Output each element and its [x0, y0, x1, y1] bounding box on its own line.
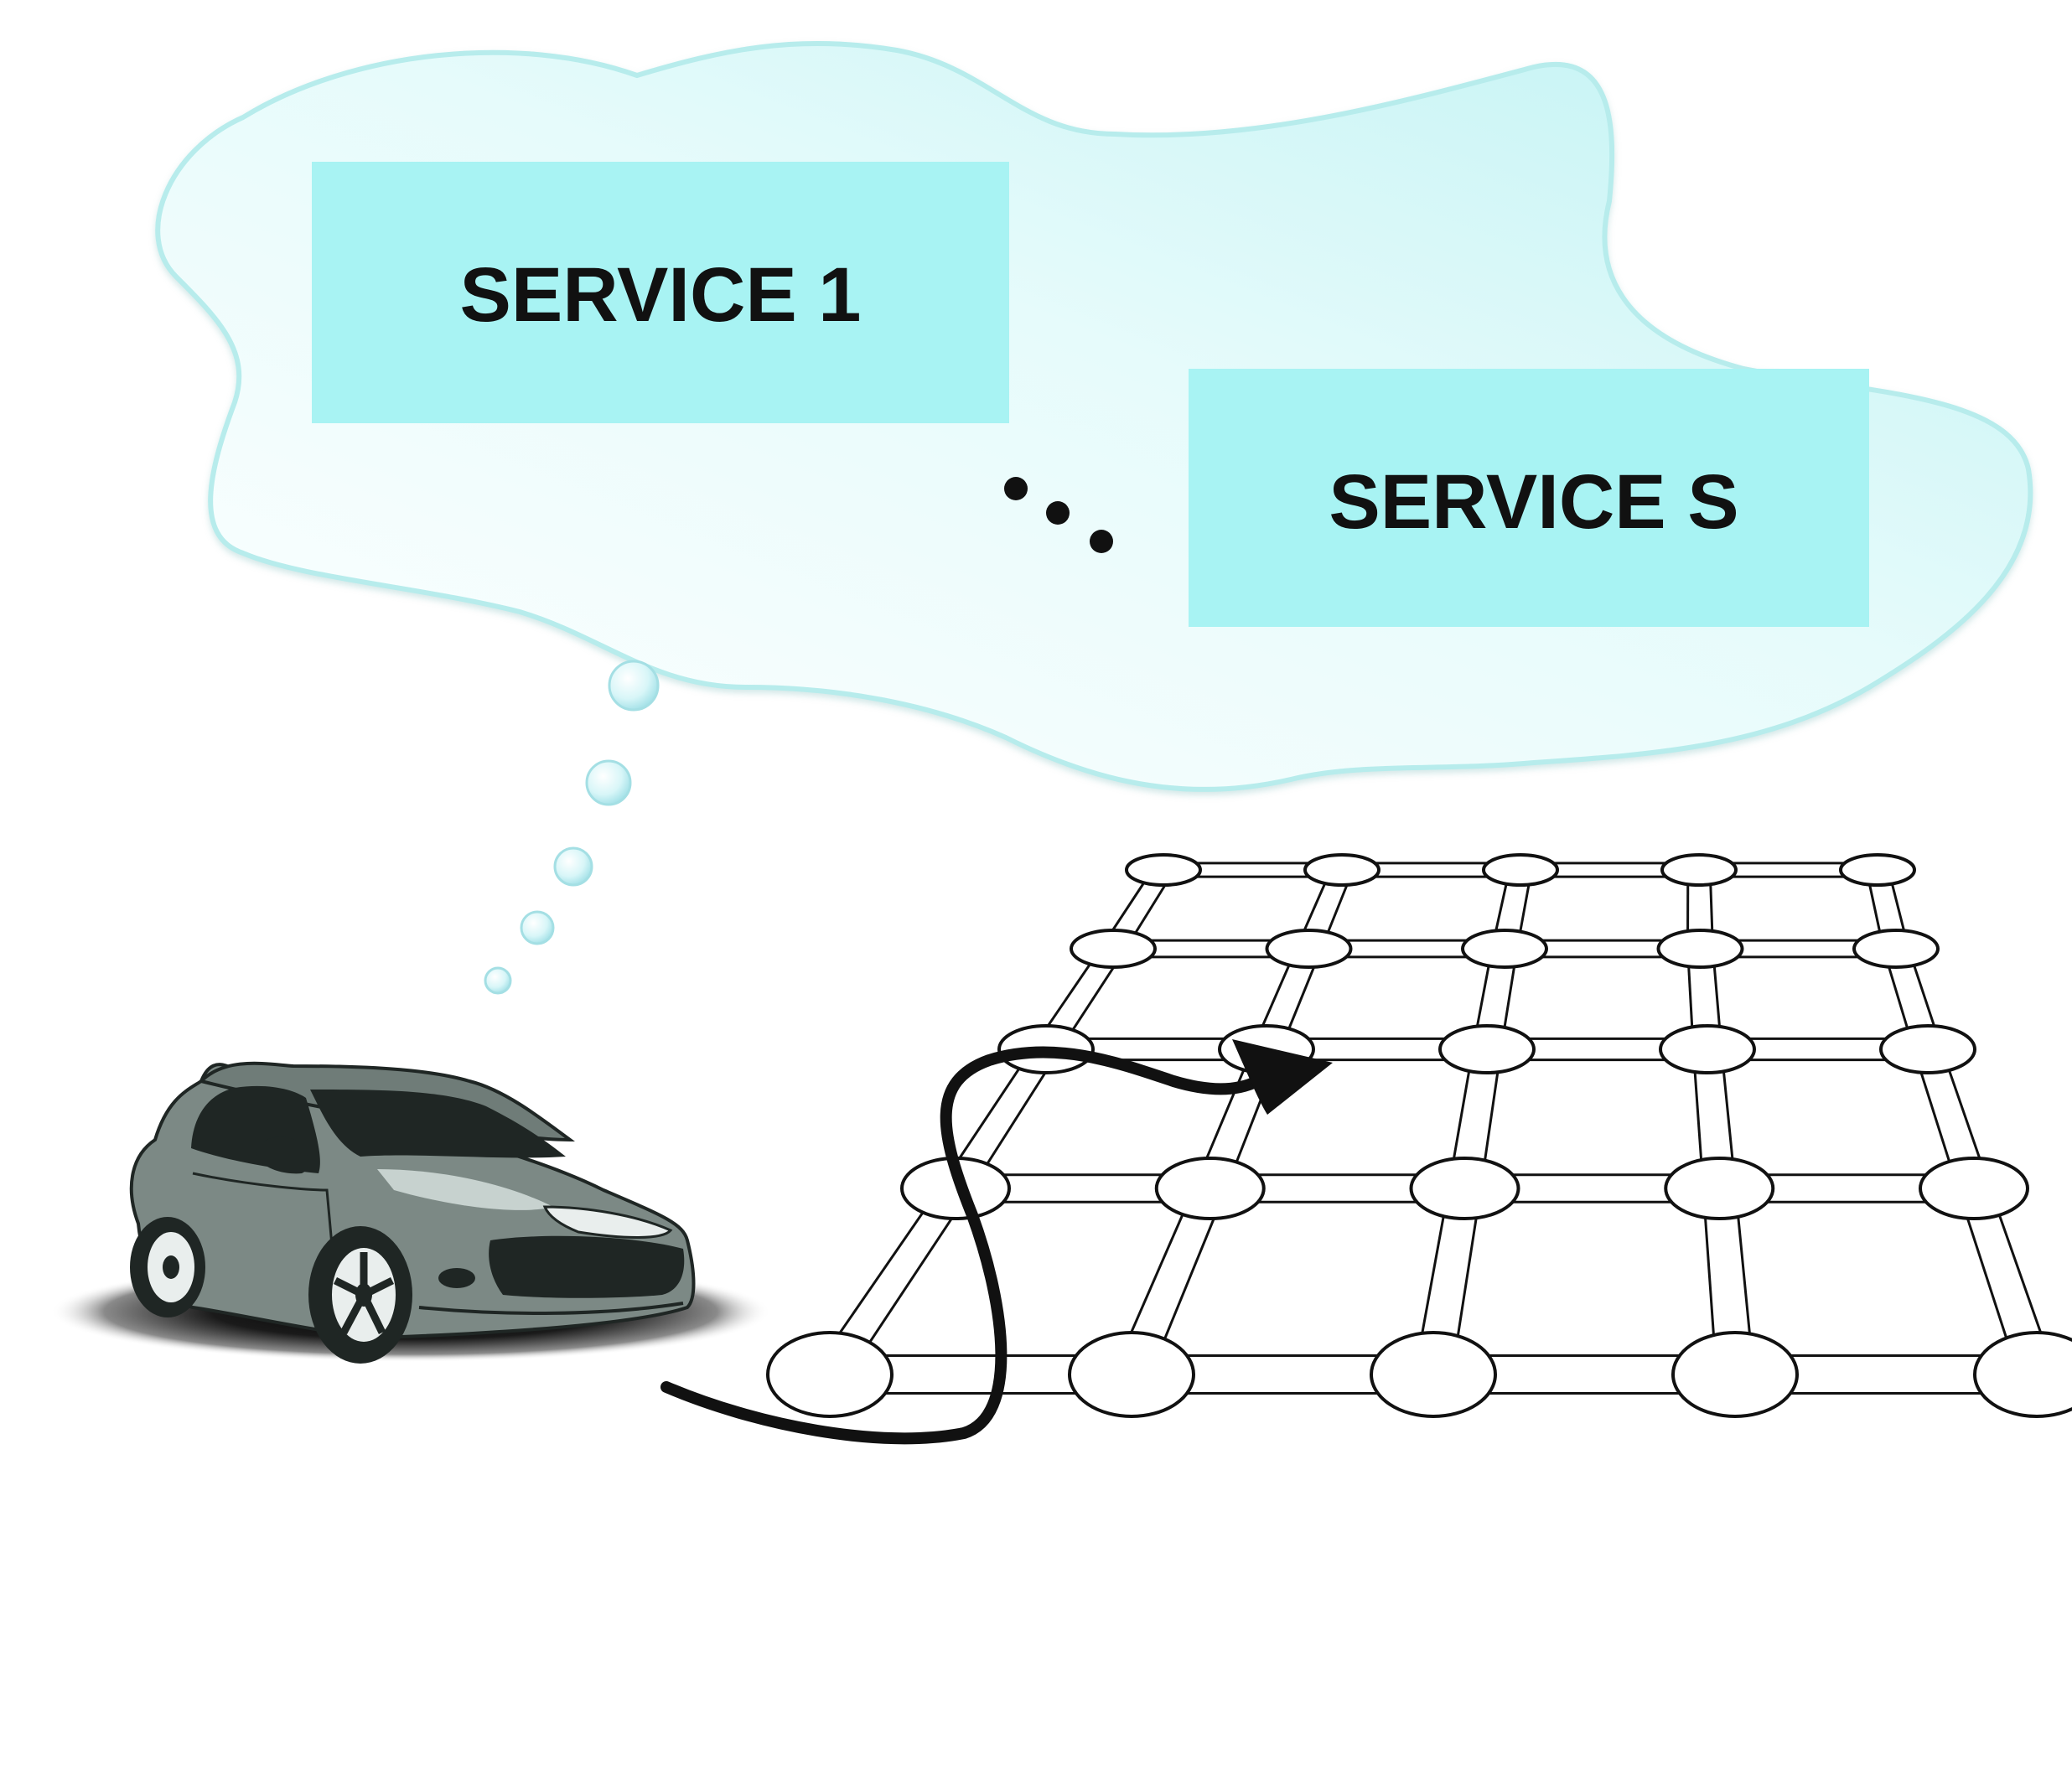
network-node	[1125, 853, 1202, 887]
network-node	[1070, 929, 1157, 969]
thought-bubbles	[484, 660, 660, 995]
network-node	[1664, 1157, 1775, 1220]
network-node	[1656, 929, 1744, 969]
service-s-label: SERVICE S	[1329, 459, 1738, 545]
route-path	[660, 1046, 1263, 1445]
network-node	[766, 1331, 894, 1418]
service-1-label: SERVICE 1	[460, 252, 862, 338]
network-node	[1852, 929, 1940, 969]
car-headlight	[542, 1205, 673, 1239]
network-node	[1409, 1157, 1520, 1220]
grid-network	[766, 853, 2072, 1418]
network-node	[1839, 853, 1916, 887]
network-node	[1482, 853, 1559, 887]
network-node	[1671, 1331, 1799, 1418]
network-node	[1154, 1157, 1266, 1220]
network-node	[1973, 1331, 2072, 1418]
car-front-wheel	[308, 1226, 412, 1364]
network-node	[1265, 929, 1353, 969]
thought-bubble	[484, 966, 512, 995]
network-node	[1303, 853, 1380, 887]
car-mirror	[256, 1136, 308, 1174]
car-windshield	[310, 1090, 566, 1158]
network-node	[1438, 1024, 1536, 1074]
network-node	[1659, 1024, 1756, 1074]
network-node	[1068, 1331, 1195, 1418]
car-illustration	[50, 1061, 771, 1364]
car-hood-highlight	[377, 1169, 553, 1210]
network-node	[1461, 929, 1548, 969]
service-1-box: SERVICE 1	[312, 162, 1009, 423]
network-node	[1919, 1157, 2029, 1220]
thought-bubble	[585, 759, 632, 806]
route-arrow	[660, 1039, 1333, 1445]
network-node	[1660, 853, 1738, 887]
ellipsis-dots	[1004, 477, 1113, 553]
thought-cloud: SERVICE 1 SERVICE S	[155, 40, 2033, 792]
thought-bubble	[520, 910, 555, 945]
arrowhead	[1232, 1039, 1333, 1115]
network-node	[1370, 1331, 1497, 1418]
network-node	[1879, 1024, 1976, 1074]
car-fog-light	[438, 1268, 475, 1288]
thought-bubble	[608, 660, 660, 712]
thought-bubble	[553, 846, 593, 887]
service-s-box: SERVICE S	[1189, 369, 1869, 627]
car-grille	[489, 1235, 685, 1298]
car-rear-wheel	[130, 1217, 205, 1317]
car-door-line	[192, 1172, 337, 1283]
car-front-bumper	[418, 1302, 684, 1315]
